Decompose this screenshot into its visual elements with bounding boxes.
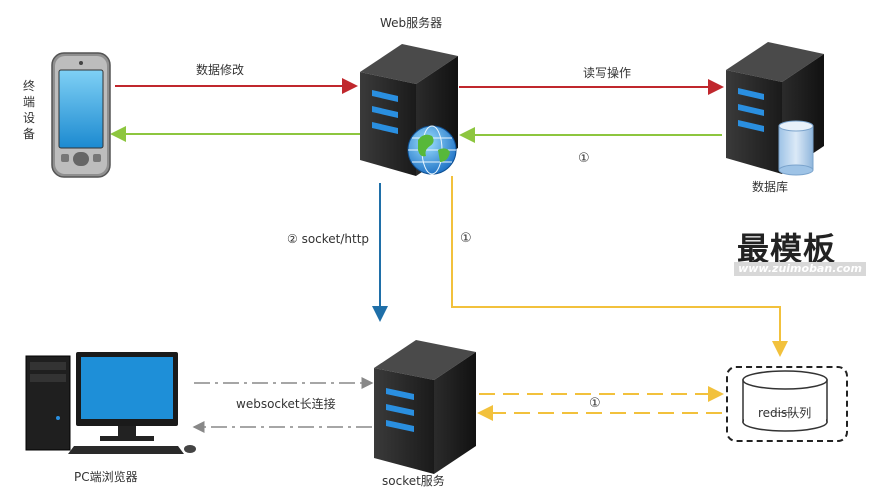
edge-label-db-return-step: ① [578, 151, 590, 166]
edge-label-data-modify: 数据修改 [196, 63, 245, 77]
phone-icon [51, 52, 111, 178]
terminal-label: 终端设备 [22, 79, 35, 141]
socket-server-icon [374, 340, 476, 474]
socket-server-label: socket服务 [382, 474, 445, 488]
monitor-icon [76, 352, 178, 441]
pc-tower-icon [25, 355, 71, 451]
redis-label: redis队列 [758, 406, 812, 420]
edge-label-read-write: 读写操作 [583, 66, 632, 80]
globe-icon [407, 125, 457, 175]
database-label: 数据库 [752, 180, 789, 194]
keyboard-icon [68, 445, 196, 454]
edge-label-socket-http: ② socket/http [287, 232, 370, 246]
edge-label-websocket: websocket长连接 [236, 397, 336, 411]
edge-web-to-redis [451, 176, 788, 357]
edge-label-redis-step: ① [460, 231, 472, 246]
edge-label-queue-step: ① [589, 396, 601, 411]
web-server-label: Web服务器 [380, 16, 443, 30]
pc-label: PC端浏览器 [74, 470, 138, 484]
watermark-url: www.zuimoban.com [734, 262, 866, 276]
redis-dashed-box [726, 366, 848, 442]
redis-cylinder-icon [742, 370, 828, 432]
database-cylinder-icon [778, 120, 814, 176]
watermark-brand: 最模板 [737, 230, 837, 268]
